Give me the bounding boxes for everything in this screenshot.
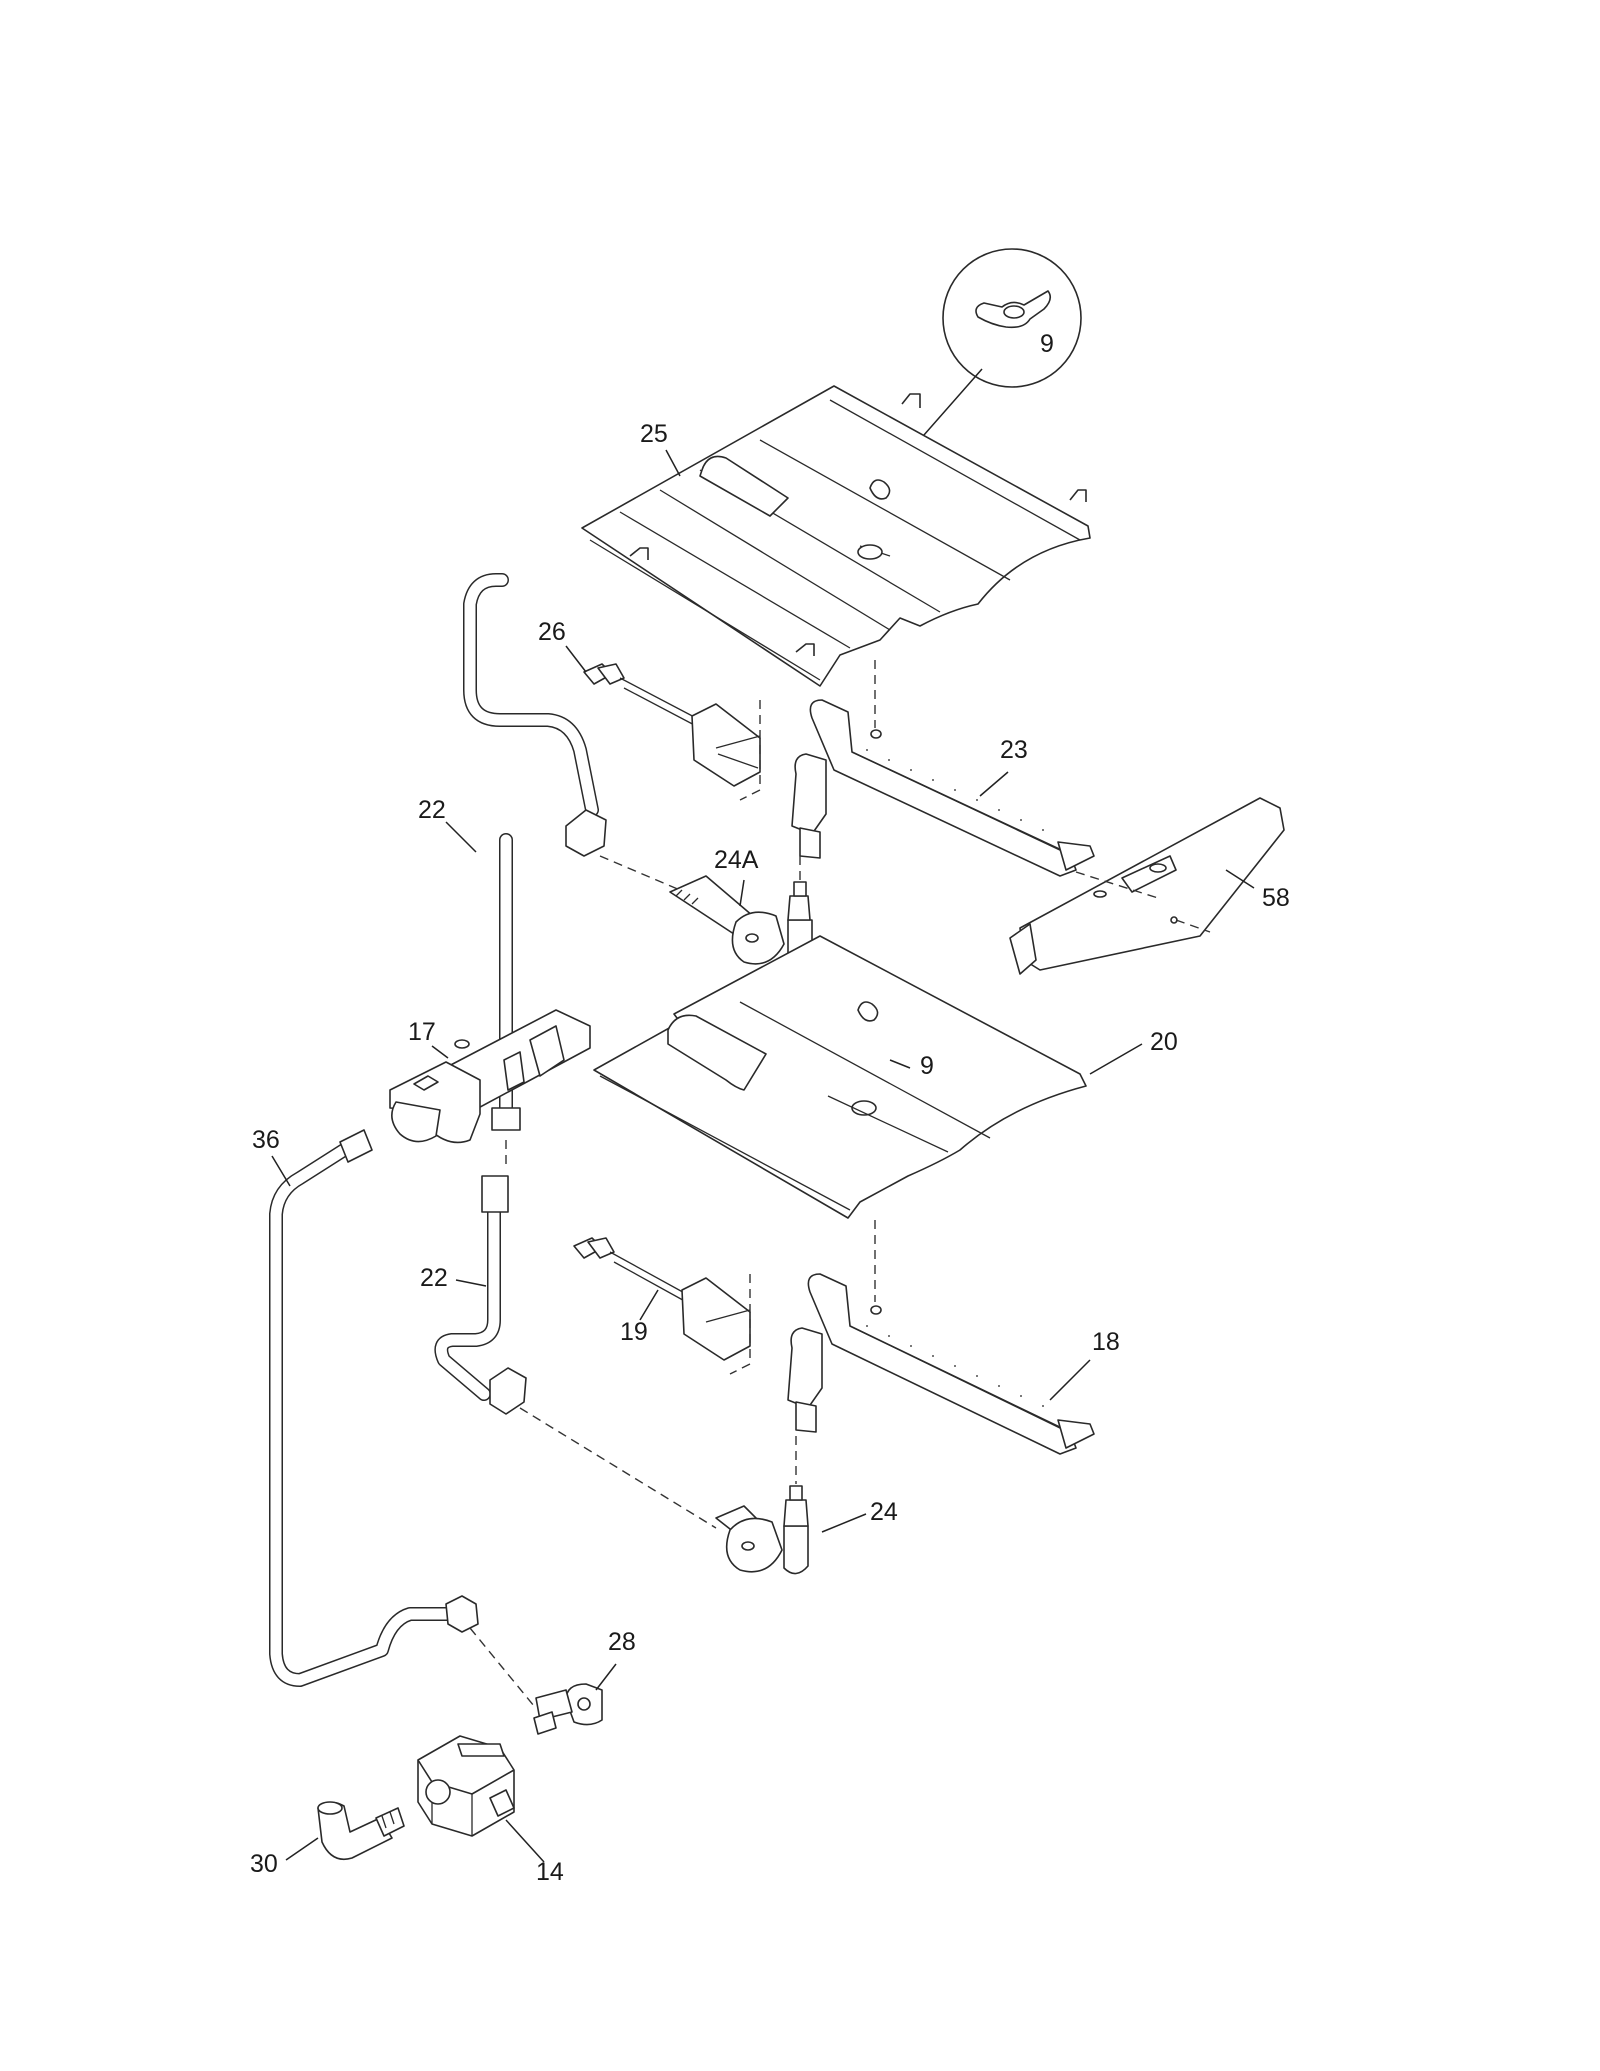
- gas-valve-17: [389, 1009, 591, 1144]
- broil-heat-shield-25: [581, 385, 1091, 687]
- broil-burner-23: [791, 699, 1095, 877]
- callout-22-lower: 22: [420, 1264, 448, 1292]
- callout-17: 17: [408, 1018, 436, 1046]
- gas-tube-22-lower: [434, 1175, 527, 1415]
- callout-22-upper: 22: [418, 796, 446, 824]
- callout-58: 58: [1262, 884, 1290, 912]
- callout-36: 36: [252, 1126, 280, 1154]
- callout-30: 30: [250, 1850, 278, 1878]
- bake-heat-shield-20: [593, 935, 1087, 1219]
- callout-28: 28: [608, 1628, 636, 1656]
- callout-25: 25: [640, 420, 668, 448]
- elbow-fitting-24: [715, 1485, 809, 1575]
- callout-23: 23: [1000, 736, 1028, 764]
- bake-burner-18: [787, 1273, 1095, 1455]
- gas-tube-36: [269, 1129, 479, 1687]
- fitting-28: [533, 1683, 603, 1735]
- callout-14: 14: [536, 1858, 564, 1886]
- igniter-26: [583, 663, 761, 801]
- callout-24a: 24A: [714, 846, 759, 874]
- callout-18: 18: [1092, 1328, 1120, 1356]
- igniter-19: [573, 1237, 751, 1375]
- elbow-fitting-30: [317, 1801, 405, 1861]
- bracket-58: [1009, 797, 1285, 975]
- callout-20: 20: [1150, 1028, 1178, 1056]
- pressure-regulator-14: [417, 1735, 515, 1837]
- callout-26: 26: [538, 618, 566, 646]
- callout-9-top: 9: [1040, 330, 1054, 358]
- callout-24: 24: [870, 1498, 898, 1526]
- callout-19: 19: [620, 1318, 648, 1346]
- gas-tube-22-upper: [463, 573, 607, 1131]
- callout-9-mid: 9: [920, 1052, 934, 1080]
